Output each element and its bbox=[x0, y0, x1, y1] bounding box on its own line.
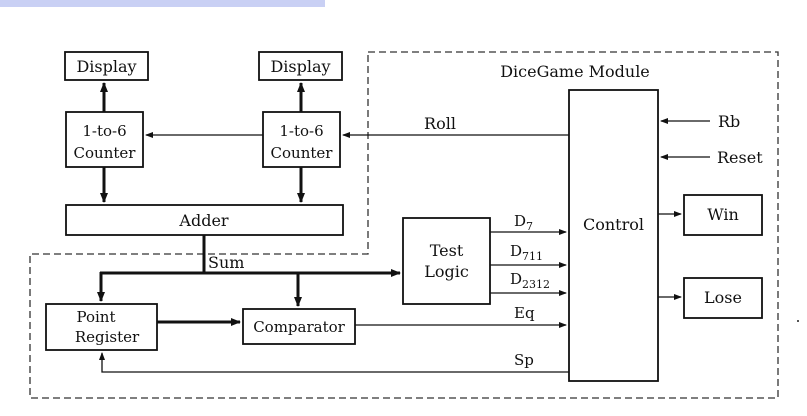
adder-label: Adder bbox=[178, 211, 229, 230]
module-title: DiceGame Module bbox=[500, 62, 650, 81]
sp-line bbox=[99, 352, 569, 373]
counter-left-line2: Counter bbox=[74, 144, 137, 162]
control-block: Control bbox=[568, 89, 659, 382]
counter-left-line1: 1-to-6 bbox=[82, 122, 126, 140]
point-register-line2: Register bbox=[75, 328, 140, 346]
counter-right-line1: 1-to-6 bbox=[279, 122, 323, 140]
d2312-label: D2312 bbox=[510, 270, 550, 291]
test-logic-block: Test Logic bbox=[402, 217, 491, 305]
sp-label: Sp bbox=[514, 351, 534, 369]
display-right-label: Display bbox=[270, 57, 330, 76]
point-register-line1: Point bbox=[76, 308, 115, 326]
reset-label: Reset bbox=[717, 148, 763, 167]
counter-right-block: 1-to-6 Counter bbox=[262, 111, 341, 168]
control-label: Control bbox=[583, 215, 644, 234]
top-highlight-strip bbox=[0, 0, 325, 7]
stray-mark bbox=[797, 320, 799, 322]
lose-block: Lose bbox=[683, 277, 763, 319]
lose-label: Lose bbox=[704, 288, 742, 307]
test-logic-line1: Test bbox=[430, 241, 464, 260]
display-left-block: Display bbox=[64, 51, 149, 81]
comparator-label: Comparator bbox=[253, 318, 345, 336]
module-boundary bbox=[29, 51, 779, 399]
rb-label: Rb bbox=[718, 112, 740, 131]
point-register-block: Point Register bbox=[45, 303, 158, 351]
d711-label: D711 bbox=[510, 242, 543, 263]
display-right-block: Display bbox=[258, 51, 343, 81]
comparator-block: Comparator bbox=[242, 308, 356, 345]
adder-block: Adder bbox=[65, 204, 344, 236]
d7-label: D7 bbox=[514, 212, 533, 233]
counter-left-block: 1-to-6 Counter bbox=[65, 111, 144, 168]
display-left-label: Display bbox=[76, 57, 136, 76]
win-block: Win bbox=[683, 194, 763, 236]
sum-label: Sum bbox=[208, 253, 244, 272]
win-label: Win bbox=[707, 205, 739, 224]
counter-right-line2: Counter bbox=[271, 144, 334, 162]
test-logic-line2: Logic bbox=[424, 262, 469, 281]
roll-label: Roll bbox=[424, 114, 456, 133]
eq-label: Eq bbox=[514, 304, 535, 322]
